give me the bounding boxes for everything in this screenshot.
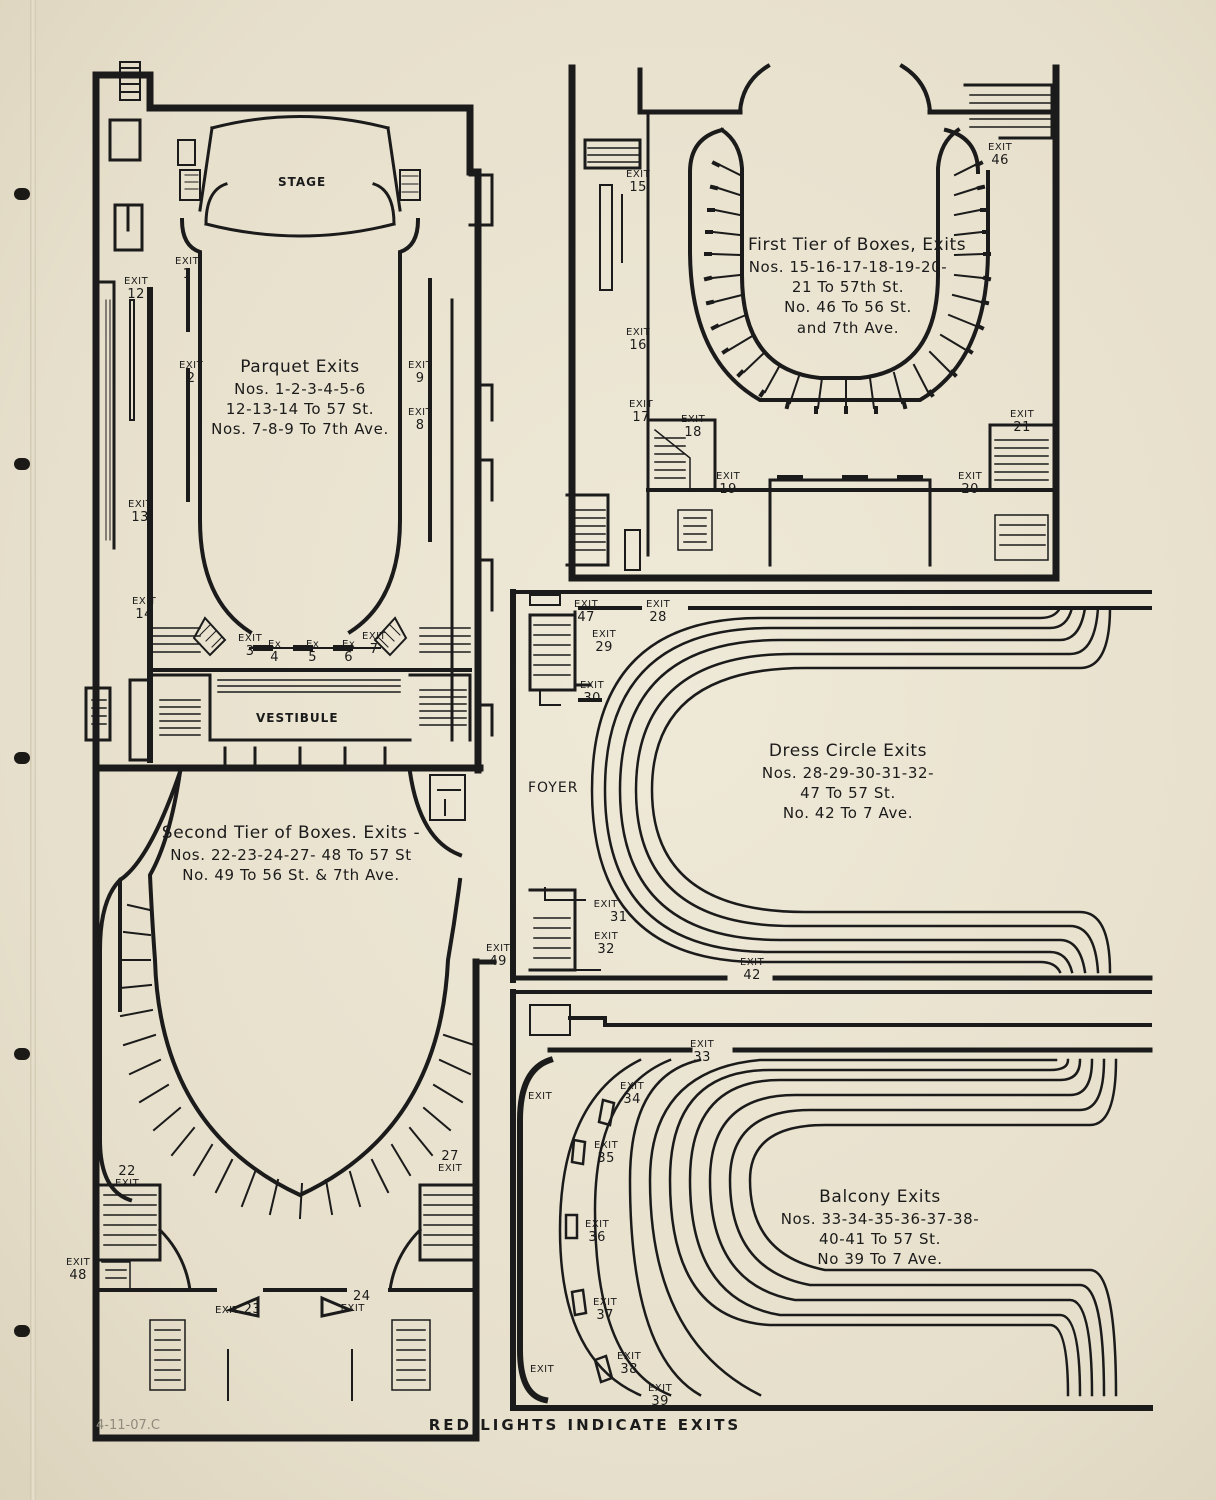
caption-line: and 7th Ave. — [796, 318, 900, 337]
caption-title: Second Tier of Boxes. Exits - — [161, 823, 421, 843]
caption-line: No 39 To 7 Ave. — [817, 1250, 943, 1269]
binding-hole-icon — [14, 1048, 30, 1060]
parquet-plan — [84, 61, 494, 774]
vestibule-label: VESTIBULE — [256, 711, 339, 725]
caption-line: No. 46 To 56 St. — [784, 298, 912, 317]
exit-label-23: EXIT 23 — [215, 1302, 262, 1317]
binding-hole-icon — [14, 458, 30, 470]
caption-line: 47 To 57 St. — [800, 784, 896, 803]
caption-title: First Tier of Boxes, Exits — [748, 235, 967, 255]
caption-line: Nos. 1-2-3-4-5-6 — [234, 379, 366, 398]
foyer-label: FOYER — [528, 780, 579, 796]
caption-line: 21 To 57th St. — [791, 278, 905, 297]
second-tier-plan — [92, 768, 497, 1442]
caption-line: No. 49 To 56 St. & 7th Ave. — [182, 866, 400, 885]
caption-line: 40-41 To 57 St. — [819, 1230, 941, 1249]
caption-line: Nos. 22-23-24-27- 48 To 57 St — [170, 845, 412, 864]
binding-hole-icon — [14, 752, 30, 764]
binding-fold — [30, 0, 36, 1500]
balcony-exits-caption: Balcony Exits Nos. 33-34-35-36-37-38- 40… — [760, 1186, 1000, 1270]
dress-circle-exits-caption: Dress Circle Exits Nos. 28-29-30-31-32- … — [748, 740, 948, 824]
stage-label: STAGE — [278, 175, 327, 189]
footer-note: RED LIGHTS INDICATE EXITS — [428, 1416, 742, 1434]
first-tier-plan — [565, 63, 1060, 582]
caption-line: Nos. 7-8-9 To 7th Ave. — [211, 420, 389, 439]
dress-circle-plan — [510, 589, 1153, 983]
exit-label-21: EXIT 21 — [1010, 409, 1035, 435]
handwritten-note: 4-11-07.C — [96, 1418, 160, 1433]
caption-title: Balcony Exits — [819, 1187, 941, 1207]
caption-line: Nos. 33-34-35-36-37-38- — [780, 1209, 980, 1228]
caption-title: Parquet Exits — [240, 357, 360, 377]
caption-title: Dress Circle Exits — [768, 741, 928, 761]
second-tier-exits-caption: Second Tier of Boxes. Exits - Nos. 22-23… — [156, 822, 426, 885]
exit-label-lower-left: EXIT — [530, 1364, 555, 1375]
exit-label-upper-left: EXIT — [528, 1091, 553, 1102]
caption-line: Nos. 28-29-30-31-32- — [761, 763, 935, 782]
balcony-plan — [510, 989, 1153, 1411]
caption-line: 12-13-14 To 57 St. — [225, 400, 375, 419]
first-tier-exits-caption: First Tier of Boxes, Exits Nos. 15-16-17… — [748, 234, 967, 338]
caption-line: No. 42 To 7 Ave. — [782, 804, 914, 823]
binding-hole-icon — [14, 188, 30, 200]
binding-hole-icon — [14, 1325, 30, 1337]
parquet-exits-caption: Parquet Exits Nos. 1-2-3-4-5-6 12-13-14 … — [188, 356, 412, 440]
caption-line: Nos. 15-16-17-18-19-20- — [748, 257, 948, 276]
